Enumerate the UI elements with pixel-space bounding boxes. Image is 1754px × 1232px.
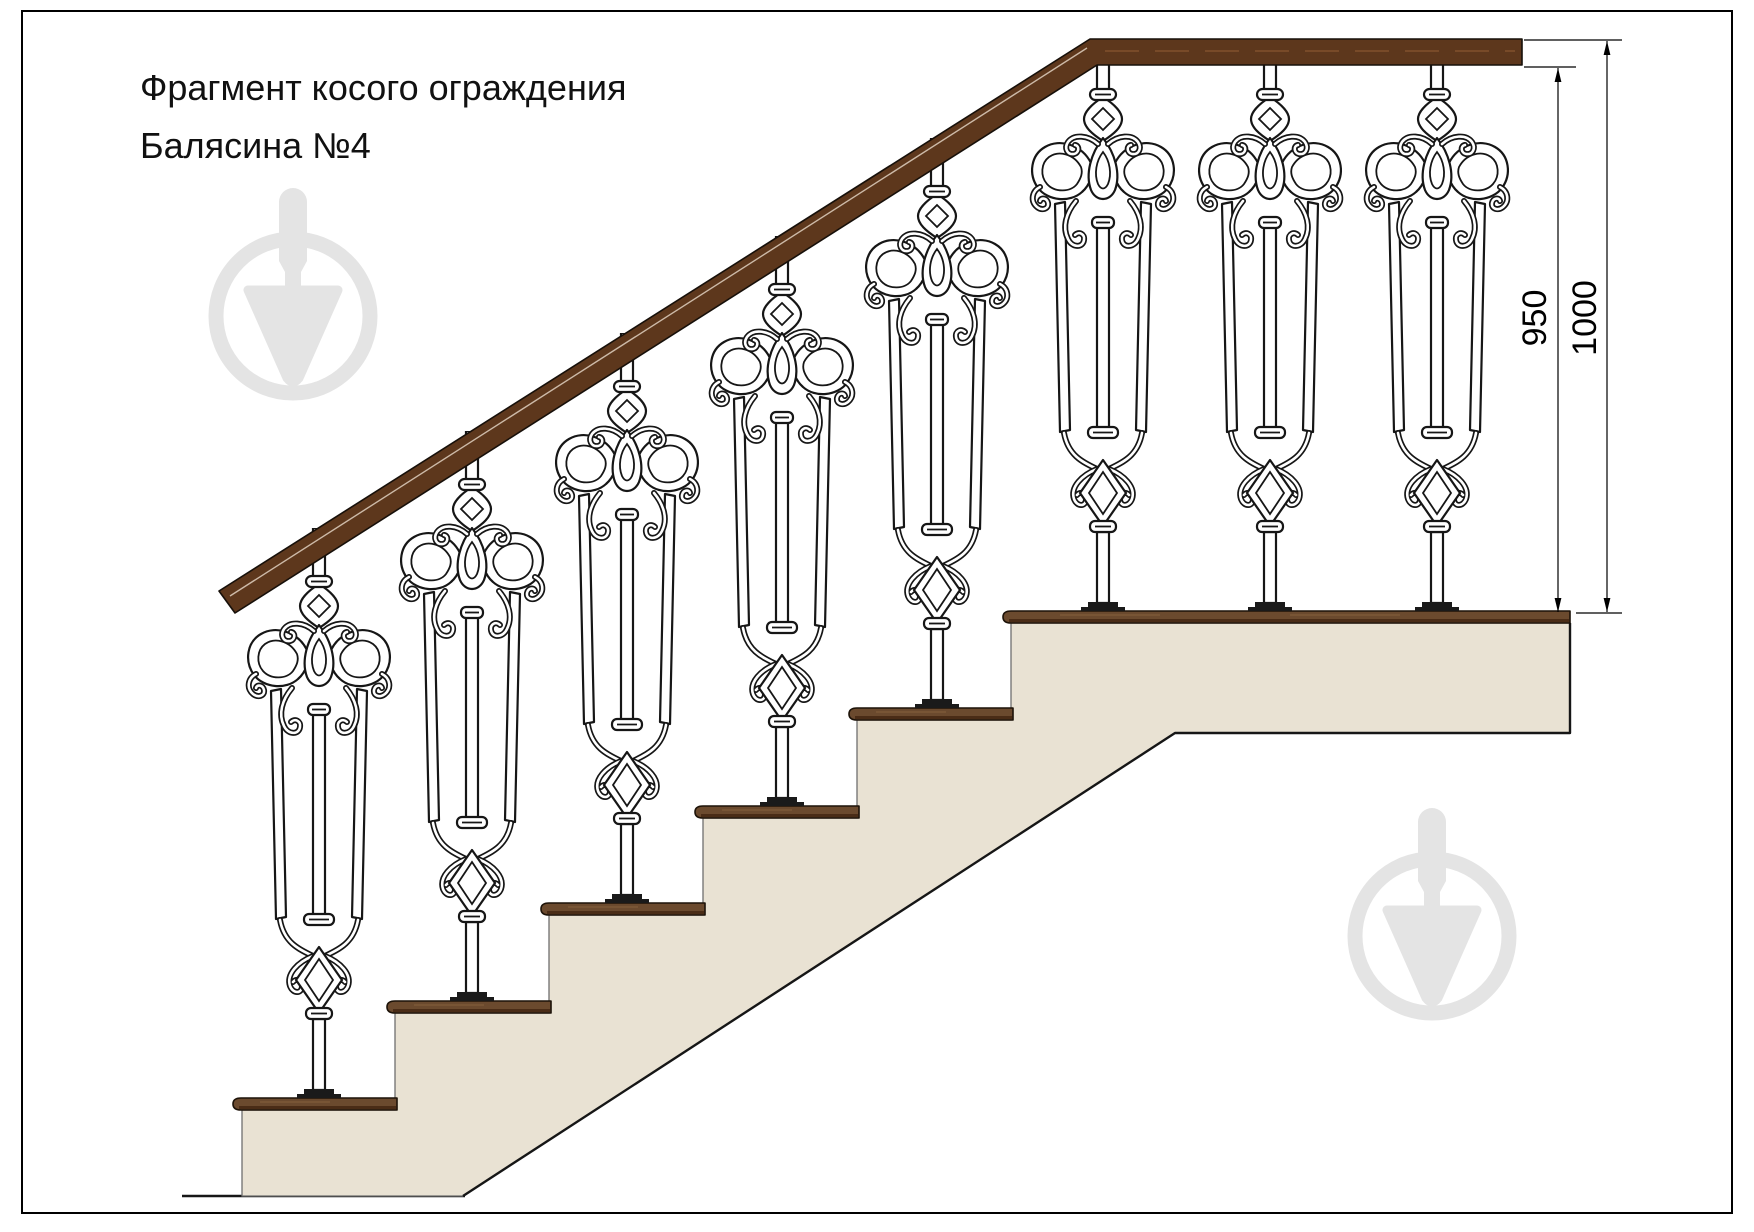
tread-step-5: [848, 707, 1014, 721]
baluster: [1366, 41, 1508, 611]
handrail-highlight: [229, 47, 1088, 597]
tread-step-3: [540, 902, 706, 916]
trowel-watermark-icon: [208, 188, 378, 401]
tread-step-1: [232, 1097, 398, 1111]
baluster: [556, 333, 698, 903]
baluster: [401, 431, 543, 1001]
dimension-label-950: 950: [1516, 290, 1554, 347]
tread-step-4: [694, 805, 860, 819]
dimensions: 950 1000: [1516, 39, 1622, 614]
dimension-label-1000: 1000: [1566, 280, 1604, 356]
page-title: Фрагмент косого ограждения: [140, 67, 626, 108]
dimension-line-1000: 1000: [1566, 41, 1611, 612]
baluster: [1199, 41, 1341, 611]
baluster: [1032, 41, 1174, 611]
baluster: [248, 528, 390, 1098]
tread-landing: [1002, 610, 1571, 624]
baluster: [711, 236, 853, 806]
drawing-frame: [21, 10, 1733, 1214]
baluster: [866, 138, 1008, 708]
tread-step-2: [386, 1000, 552, 1014]
handrail: [218, 38, 1523, 614]
dimension-line-950: 950: [1516, 68, 1562, 612]
stair-stringer-outline: [462, 623, 1572, 1198]
page-subtitle: Балясина №4: [140, 125, 371, 166]
trowel-watermark-icon: [1347, 808, 1517, 1021]
